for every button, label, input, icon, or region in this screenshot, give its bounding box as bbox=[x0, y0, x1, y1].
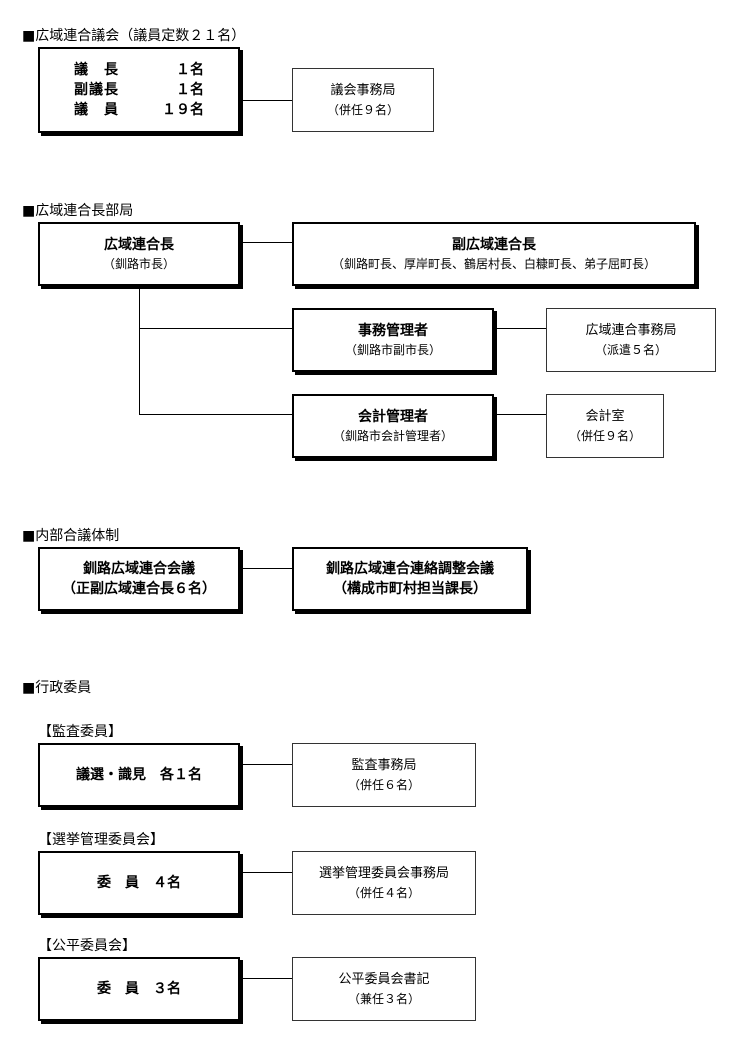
office-name: 広域連合事務局 bbox=[585, 323, 677, 338]
box-title: 議選・識見 各１名 bbox=[76, 767, 202, 783]
office-name: 議会事務局 bbox=[330, 83, 396, 98]
office-note: （併任９名） bbox=[326, 103, 399, 117]
chief-head-box: 広域連合長 （釧路市長） bbox=[38, 222, 240, 286]
committees-heading: ■行政委員 bbox=[22, 680, 92, 696]
office-name: 会計室 bbox=[585, 409, 625, 424]
office-note: （派遣５名） bbox=[594, 343, 667, 357]
fairness-label: 【公平委員会】 bbox=[38, 938, 136, 954]
box-title: 委 員 ３名 bbox=[97, 981, 181, 997]
council-member-row: 議 長 １名 bbox=[74, 60, 204, 80]
office-note: （兼任３名） bbox=[347, 992, 420, 1006]
connector-line bbox=[240, 242, 292, 243]
connector-line bbox=[139, 414, 292, 415]
union-meeting-box: 釧路広域連合会議 （正副広域連合長６名） bbox=[38, 547, 240, 611]
council-heading: ■広域連合議会（議員定数２１名） bbox=[22, 28, 246, 44]
box-title: 委 員 ４名 bbox=[97, 875, 181, 891]
box-note: （釧路市会計管理者） bbox=[332, 429, 453, 443]
box-note: （釧路市副市長） bbox=[344, 343, 441, 357]
connector-line bbox=[240, 872, 292, 873]
election-office-box: 選挙管理委員会事務局 （併任４名） bbox=[292, 851, 476, 915]
member-role: 議 員 bbox=[74, 102, 119, 118]
box-title: 広域連合長 bbox=[104, 237, 174, 253]
internal-heading: ■内部合議体制 bbox=[22, 528, 120, 544]
audit-office-box: 監査事務局 （併任６名） bbox=[292, 743, 476, 807]
box-title: 釧路広域連合会議 bbox=[83, 561, 195, 577]
member-count: １９名 bbox=[162, 102, 204, 118]
box-title: 釧路広域連合連絡調整会議 bbox=[326, 561, 494, 577]
accounting-office-box: 会計室 （併任９名） bbox=[546, 394, 664, 458]
fairness-office-box: 公平委員会書記 （兼任３名） bbox=[292, 957, 476, 1021]
office-name: 公平委員会書記 bbox=[338, 972, 430, 987]
member-role: 副議長 bbox=[74, 82, 119, 98]
admin-office-box: 広域連合事務局 （派遣５名） bbox=[546, 308, 716, 372]
vice-chief-box: 副広域連合長 （釧路町長、厚岸町長、鶴居村長、白糠町長、弟子屈町長） bbox=[292, 222, 696, 286]
office-note: （併任６名） bbox=[347, 778, 420, 792]
election-members-box: 委 員 ４名 bbox=[38, 851, 240, 915]
fairness-members-box: 委 員 ３名 bbox=[38, 957, 240, 1021]
audit-members-box: 議選・識見 各１名 bbox=[38, 743, 240, 807]
connector-line bbox=[240, 100, 292, 101]
election-label: 【選挙管理委員会】 bbox=[38, 832, 164, 848]
box-note: （釧路市長） bbox=[102, 257, 175, 271]
connector-line bbox=[139, 288, 140, 414]
member-role: 議 長 bbox=[74, 62, 119, 78]
connector-line bbox=[494, 414, 546, 415]
box-title: 事務管理者 bbox=[358, 323, 428, 339]
council-member-row: 議 員 １９名 bbox=[74, 100, 204, 120]
coordination-meeting-box: 釧路広域連合連絡調整会議 （構成市町村担当課長） bbox=[292, 547, 528, 611]
box-note: （正副広域連合長６名） bbox=[62, 581, 216, 597]
box-note: （釧路町長、厚岸町長、鶴居村長、白糠町長、弟子屈町長） bbox=[331, 257, 656, 271]
connector-line bbox=[240, 568, 292, 569]
box-title: 会計管理者 bbox=[358, 409, 428, 425]
council-office-box: 議会事務局 （併任９名） bbox=[292, 68, 434, 132]
chief-heading: ■広域連合長部局 bbox=[22, 203, 134, 219]
office-name: 選挙管理委員会事務局 bbox=[318, 866, 449, 881]
connector-line bbox=[494, 328, 546, 329]
accounting-manager-box: 会計管理者 （釧路市会計管理者） bbox=[292, 394, 494, 458]
box-note: （構成市町村担当課長） bbox=[333, 581, 487, 597]
office-note: （併任９名） bbox=[568, 429, 641, 443]
council-member-row: 副議長 １名 bbox=[74, 80, 204, 100]
member-count: １名 bbox=[176, 82, 204, 98]
member-count: １名 bbox=[176, 62, 204, 78]
admin-manager-box: 事務管理者 （釧路市副市長） bbox=[292, 308, 494, 372]
box-title: 副広域連合長 bbox=[452, 237, 536, 253]
audit-label: 【監査委員】 bbox=[38, 724, 122, 740]
connector-line bbox=[240, 764, 292, 765]
council-members-box: 議 長 １名 副議長 １名 議 員 １９名 bbox=[38, 47, 240, 133]
connector-line bbox=[240, 978, 292, 979]
office-note: （併任４名） bbox=[347, 886, 420, 900]
connector-line bbox=[139, 328, 292, 329]
office-name: 監査事務局 bbox=[351, 758, 417, 773]
